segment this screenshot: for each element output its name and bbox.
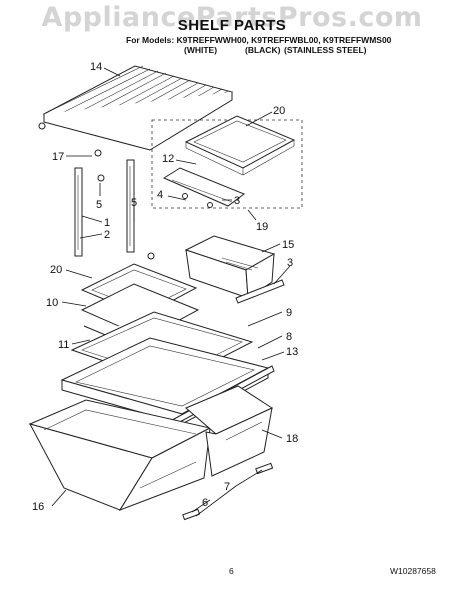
callout-12: 12 [162,153,174,165]
crisper-drawer-18 [185,385,274,477]
callout-18: 18 [286,433,298,445]
callout-14: 14 [90,61,102,73]
deli-bracket-12 [162,167,246,208]
callout-5-left: 5 [96,199,102,211]
callout-20-upper: 20 [273,105,285,117]
models-line: For Models: K9TREFFWWH00, K9TREFFWBL00, … [126,35,392,45]
callout-13: 13 [286,346,298,358]
deli-drawer-15 [184,235,276,299]
callout-17: 17 [52,151,64,163]
callout-8: 8 [286,331,292,343]
watermark: AppliancePartsPros.com [41,2,423,33]
shelf-rail-1-2 [74,159,155,260]
callout-1: 1 [104,217,110,229]
callout-15: 15 [282,239,294,251]
callout-6: 6 [202,497,208,509]
diagram-title: SHELF PARTS [177,17,287,34]
callout-11: 11 [58,339,69,351]
callout-19: 19 [256,221,268,233]
page-number: 6 [229,566,234,576]
deli-drawer-assembly-box-19 [151,119,303,209]
color-stainless: (STAINLESS STEEL) [284,45,367,55]
callout-2: 2 [104,229,110,241]
glass-shelf-20-upper [184,115,296,176]
color-black: (BLACK) [245,45,281,55]
callout-7: 7 [224,481,230,493]
callout-9: 9 [286,307,292,319]
callout-16: 16 [32,501,44,513]
document-number: W10287658 [390,566,436,576]
callout-3-upper: 3 [234,195,240,207]
leader-lines [51,67,291,517]
color-white: (WHITE) [184,45,218,55]
wire-shelf-14 [38,65,234,157]
crisper-drawer-16 [28,399,212,511]
drawer-trim-3 [235,279,285,304]
callout-4: 4 [157,189,163,201]
callout-10: 10 [46,297,58,309]
callout-20-lower: 20 [50,264,62,276]
callout-5-right: 5 [131,197,137,209]
callout-3-lower: 3 [287,257,293,269]
